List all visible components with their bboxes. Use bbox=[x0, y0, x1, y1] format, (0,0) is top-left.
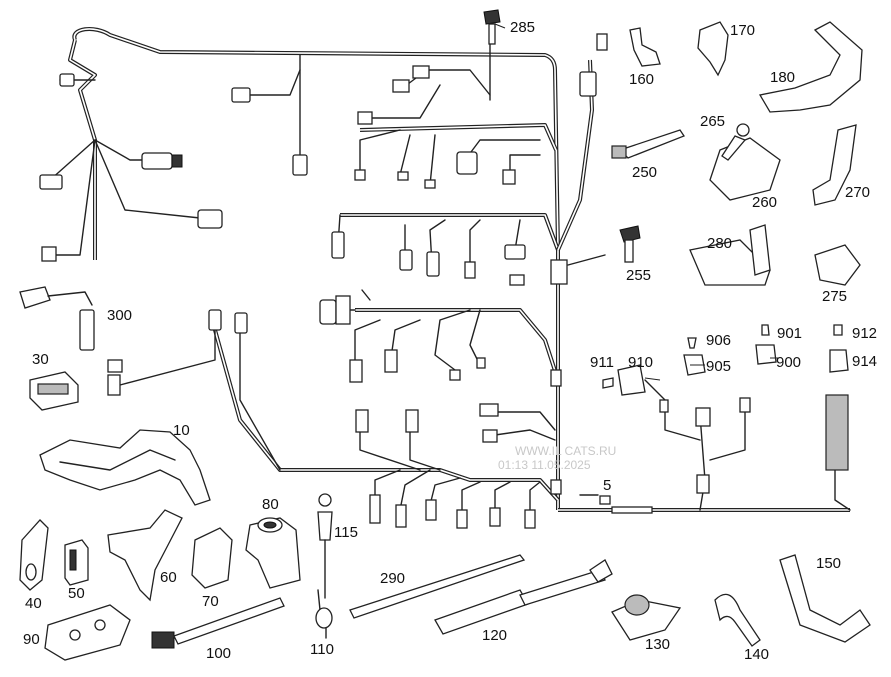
part-130-grommet[interactable] bbox=[611, 594, 682, 641]
callout-910[interactable]: 910 bbox=[628, 354, 654, 371]
parts-900-series[interactable] bbox=[602, 324, 849, 396]
part-280-bracket[interactable] bbox=[689, 224, 771, 286]
part-275-clip[interactable] bbox=[814, 244, 861, 286]
part-10-bracket[interactable] bbox=[39, 429, 211, 506]
callout-170[interactable]: 170 bbox=[730, 22, 756, 39]
callout-905[interactable]: 905 bbox=[706, 358, 732, 375]
callout-290[interactable]: 290 bbox=[380, 570, 406, 587]
part-150-corrugated-elbow[interactable] bbox=[779, 554, 871, 643]
part-90-plate[interactable] bbox=[44, 604, 131, 661]
branch-wires bbox=[49, 19, 851, 516]
callout-60[interactable]: 60 bbox=[160, 569, 177, 586]
part-270-bracket[interactable] bbox=[812, 124, 857, 206]
callout-5[interactable]: 5 bbox=[603, 477, 612, 494]
callout-255[interactable]: 255 bbox=[626, 267, 652, 284]
part-120-corrugated-tube[interactable] bbox=[434, 559, 613, 635]
main-wiring-harness[interactable] bbox=[68, 27, 850, 512]
callout-280[interactable]: 280 bbox=[707, 235, 733, 252]
callout-911[interactable]: 911 bbox=[590, 354, 614, 371]
callout-285[interactable]: 285 bbox=[510, 19, 536, 36]
callout-120[interactable]: 120 bbox=[482, 627, 508, 644]
callout-901[interactable]: 901 bbox=[777, 325, 803, 342]
part-285-bolt[interactable] bbox=[483, 9, 501, 45]
callout-40[interactable]: 40 bbox=[25, 595, 42, 612]
callout-50[interactable]: 50 bbox=[68, 585, 85, 602]
part-255-bolt[interactable] bbox=[619, 225, 641, 263]
callout-30[interactable]: 30 bbox=[32, 351, 49, 368]
part-80-housing[interactable] bbox=[245, 517, 301, 589]
callout-914[interactable]: 914 bbox=[852, 353, 878, 370]
callout-300[interactable]: 300 bbox=[107, 307, 133, 324]
part-250-cable-tie[interactable] bbox=[611, 129, 685, 159]
callout-906[interactable]: 906 bbox=[706, 332, 732, 349]
part-300-sensor[interactable] bbox=[19, 286, 95, 351]
callout-270[interactable]: 270 bbox=[845, 184, 871, 201]
part-100-cable-tie[interactable] bbox=[151, 597, 285, 649]
callout-180[interactable]: 180 bbox=[770, 69, 796, 86]
callout-250[interactable]: 250 bbox=[632, 164, 658, 181]
callout-275[interactable]: 275 bbox=[822, 288, 848, 305]
part-140-clamp[interactable] bbox=[714, 593, 761, 647]
part-110-clip[interactable] bbox=[315, 589, 333, 639]
callout-100[interactable]: 100 bbox=[206, 645, 232, 662]
callout-115[interactable]: 115 bbox=[334, 524, 358, 541]
callout-10[interactable]: 10 bbox=[173, 422, 190, 439]
part-30-relay-module[interactable] bbox=[29, 371, 79, 411]
callout-70[interactable]: 70 bbox=[202, 593, 219, 610]
callout-912[interactable]: 912 bbox=[852, 325, 878, 342]
callout-80[interactable]: 80 bbox=[262, 496, 279, 513]
part-40-bracket[interactable] bbox=[19, 519, 49, 591]
part-115-clip[interactable] bbox=[317, 493, 333, 599]
callout-110[interactable]: 110 bbox=[310, 641, 334, 658]
callout-90[interactable]: 90 bbox=[23, 631, 40, 648]
callout-140[interactable]: 140 bbox=[744, 646, 770, 663]
part-170-clip[interactable] bbox=[697, 21, 729, 77]
part-60-bracket[interactable] bbox=[107, 509, 183, 602]
part-70-cover[interactable] bbox=[191, 527, 233, 589]
callout-900[interactable]: 900 bbox=[776, 354, 802, 371]
callout-260[interactable]: 260 bbox=[752, 194, 778, 211]
callout-160[interactable]: 160 bbox=[629, 71, 655, 88]
harness-connectors bbox=[39, 33, 849, 529]
callout-265[interactable]: 265 bbox=[700, 113, 726, 130]
callout-150[interactable]: 150 bbox=[816, 555, 842, 572]
part-260-bracket[interactable] bbox=[709, 137, 781, 201]
part-290-cable-tie[interactable] bbox=[349, 554, 526, 619]
part-50-holder[interactable] bbox=[64, 539, 89, 586]
part-265-bolt[interactable] bbox=[721, 123, 750, 161]
leader-lines bbox=[494, 23, 778, 381]
part-160-clip[interactable] bbox=[629, 27, 661, 67]
watermark-site: WWW.IL CATS.RU bbox=[515, 444, 617, 458]
watermark-timestamp: 01:13 11.05.2025 bbox=[498, 458, 591, 472]
callout-130[interactable]: 130 bbox=[645, 636, 671, 653]
part-180-air-duct[interactable] bbox=[758, 21, 863, 113]
